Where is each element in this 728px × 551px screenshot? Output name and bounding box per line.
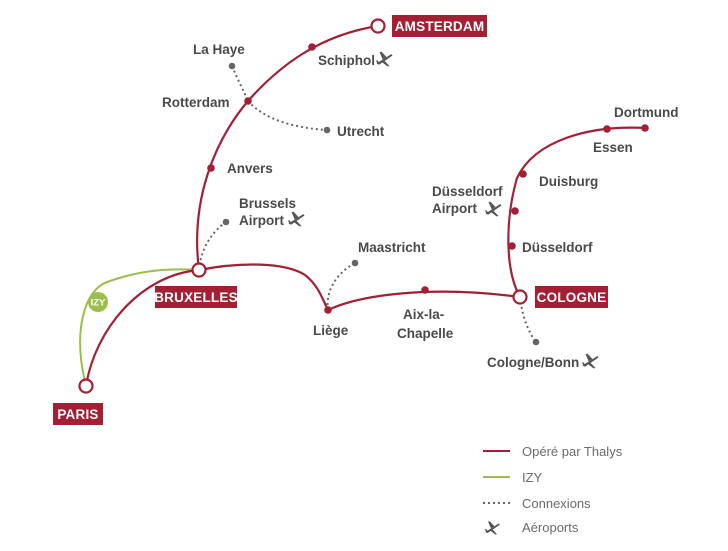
legend-airport-icon bbox=[484, 521, 500, 535]
station-dot-aix-la-chapelle bbox=[421, 286, 429, 294]
hub-circle-amsterdam bbox=[370, 18, 386, 34]
station-dot-dortmund bbox=[641, 124, 649, 132]
station-dot-cologne-bonn bbox=[532, 338, 540, 346]
airport-icon-brussels bbox=[288, 211, 305, 227]
hub-badge-bruxelles bbox=[155, 286, 237, 308]
thalys-route-paris-bruxelles bbox=[84, 268, 200, 387]
connexion-bruxelles-brussels-airport bbox=[198, 221, 227, 271]
city-label-aix-la-chapelle-line2: Chapelle bbox=[397, 326, 454, 341]
izy-route-line bbox=[79, 268, 200, 387]
hub-circle-paris bbox=[78, 378, 94, 394]
city-label-dusseldorf-airport-line2: Airport bbox=[432, 201, 478, 216]
hub-label-cologne: COLOGNE bbox=[537, 290, 607, 305]
airport-icon-cologne-bonn bbox=[582, 353, 599, 369]
station-dot-duisburg bbox=[519, 170, 527, 178]
thalys-route-cologne-dortmund bbox=[507, 126, 646, 298]
city-label-la-haye: La Haye bbox=[193, 42, 245, 57]
hub-label-amsterdam: AMSTERDAM bbox=[395, 19, 485, 34]
city-label-cologne-bonn: Cologne/Bonn bbox=[487, 355, 579, 370]
station-dot-dusseldorf-airport bbox=[511, 207, 519, 215]
airport-icon-schiphol bbox=[376, 51, 393, 67]
hub-label-paris: PARIS bbox=[57, 407, 98, 422]
station-dot-dusseldorf bbox=[508, 242, 516, 250]
station-dot-anvers bbox=[207, 164, 215, 172]
station-dot-rotterdam bbox=[244, 97, 252, 105]
city-label-dortmund: Dortmund bbox=[614, 105, 679, 120]
station-dot-liege bbox=[324, 306, 332, 314]
hub-badge-paris bbox=[53, 403, 103, 425]
city-label-dusseldorf: Düsseldorf bbox=[522, 240, 593, 255]
city-label-brussels-airport-line1: Brussels bbox=[239, 196, 296, 211]
legend-connexions-label: Connexions bbox=[522, 496, 591, 511]
legend-thalys-label: Opéré par Thalys bbox=[522, 444, 623, 459]
city-label-duisburg: Duisburg bbox=[539, 174, 598, 189]
hub-circle-cologne bbox=[512, 289, 528, 305]
city-label-anvers: Anvers bbox=[227, 161, 273, 176]
legend: Opéré par Thalys IZY Connexions Aéroport… bbox=[483, 444, 623, 535]
city-label-liege: Liège bbox=[313, 323, 349, 338]
thalys-route-bruxelles-liege bbox=[198, 263, 329, 311]
city-label-maastricht: Maastricht bbox=[358, 240, 426, 255]
city-label-brussels-airport-line2: Airport bbox=[239, 213, 285, 228]
station-dot-la-haye bbox=[228, 62, 236, 70]
city-label-utrecht: Utrecht bbox=[337, 124, 385, 139]
hub-badge-cologne bbox=[535, 286, 608, 308]
station-dot-essen bbox=[603, 125, 611, 133]
city-label-dusseldorf-airport-line1: Düsseldorf bbox=[432, 184, 503, 199]
connexion-rotterdam-utrecht bbox=[247, 100, 328, 131]
city-label-essen: Essen bbox=[593, 140, 633, 155]
hub-label-bruxelles: BRUXELLES bbox=[154, 290, 238, 305]
legend-aeroports-label: Aéroports bbox=[522, 520, 579, 535]
izy-badge bbox=[88, 292, 108, 312]
city-label-schiphol: Schiphol bbox=[318, 53, 375, 68]
legend-izy-label: IZY bbox=[522, 470, 543, 485]
thalys-route-liege-cologne bbox=[327, 290, 521, 311]
station-dot-schiphol bbox=[308, 43, 316, 51]
hub-circle-bruxelles bbox=[191, 262, 207, 278]
hub-badge-amsterdam bbox=[392, 15, 487, 37]
station-dot-maastricht bbox=[351, 259, 359, 267]
connexion-la-haye-rotterdam bbox=[231, 65, 249, 102]
city-label-aix-la-chapelle-line1: Aix-la- bbox=[403, 307, 444, 322]
connexion-cologne-cologne-bonn bbox=[519, 296, 537, 343]
station-dot-utrecht bbox=[323, 126, 331, 134]
airport-icon-dusseldorf bbox=[485, 201, 502, 217]
izy-badge-label: IZY bbox=[91, 298, 106, 309]
station-dot-brussels-airport bbox=[222, 218, 230, 226]
city-label-rotterdam: Rotterdam bbox=[162, 95, 230, 110]
